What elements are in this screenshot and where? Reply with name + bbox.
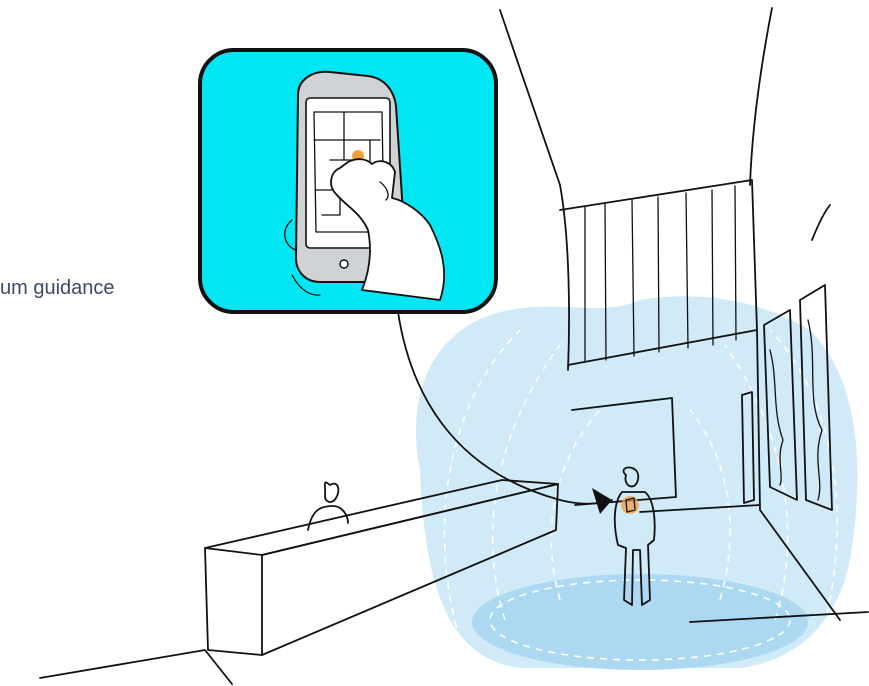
- wall-edge-right: [749, 7, 773, 186]
- reception-desk: [204, 479, 559, 656]
- vertical-banners: [584, 185, 737, 363]
- right-wall: [756, 329, 841, 621]
- signal-ring: [443, 329, 521, 641]
- signal-ring: [491, 344, 561, 621]
- upper-ledge: [559, 179, 758, 366]
- right-wall-floor-edge: [639, 504, 761, 513]
- painting-3: [799, 284, 833, 511]
- floor-line-left: [39, 649, 233, 685]
- painting-1: [741, 391, 755, 504]
- signal-floor-spot: [472, 574, 808, 670]
- phone-home-button: [339, 259, 349, 269]
- floor-line-right: [689, 611, 869, 623]
- signal-ring: [769, 329, 838, 641]
- receptionist: [307, 481, 349, 531]
- signal-ring: [550, 409, 601, 601]
- painting-2: [763, 309, 798, 501]
- signal-ring: [689, 409, 731, 601]
- caption-text: um guidance: [0, 277, 115, 299]
- callout-arrow: [397, 311, 613, 514]
- arrow-head: [592, 488, 612, 514]
- far-right-wall: [811, 204, 831, 241]
- signal-ring: [724, 344, 789, 621]
- hand-icon: [284, 158, 445, 301]
- visitor: [613, 466, 656, 606]
- signal-floor-ring: [489, 579, 791, 661]
- phone-inset: [198, 48, 498, 314]
- wall-edge-left: [499, 9, 570, 371]
